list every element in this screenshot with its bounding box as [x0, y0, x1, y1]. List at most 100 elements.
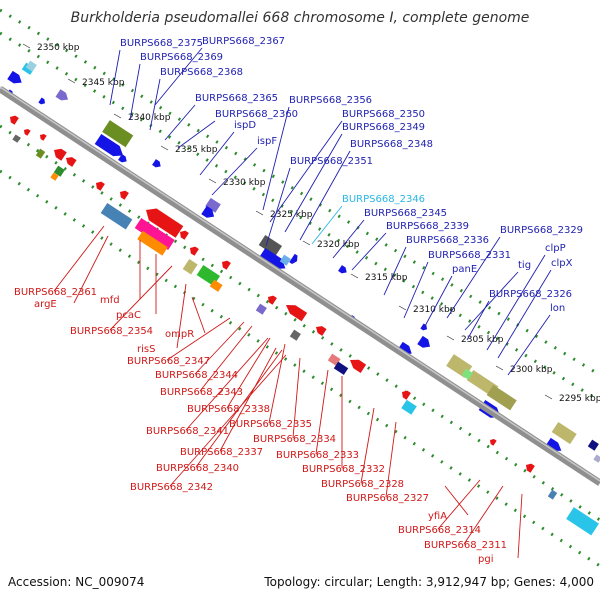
rev-gene-label: BURPS668_2332 [302, 464, 385, 475]
features [6, 60, 600, 536]
gene-feature [55, 89, 69, 101]
rev-leader-line [360, 407, 375, 484]
fwd-leader-line [311, 205, 343, 245]
rev-leader-line [185, 337, 269, 431]
gene-feature [486, 384, 517, 411]
fwd-leader-line [164, 104, 196, 141]
gene-feature [180, 230, 189, 240]
gene-feature [134, 217, 175, 250]
ruler-label: 2300 kbp [510, 365, 553, 375]
gene-feature [10, 115, 19, 125]
backbone-highlight [0, 86, 600, 482]
ruler-tick [495, 365, 504, 371]
fwd-leader-line [284, 133, 343, 233]
gene-feature [54, 148, 67, 161]
fwd-leader-line [299, 150, 351, 241]
ruler-tick [255, 210, 264, 216]
ruler-tick [350, 273, 359, 279]
rev-leader-line [463, 485, 504, 545]
rev-leader-line [53, 225, 105, 292]
fwd-gene-label: BURPS668_2346 [342, 194, 425, 205]
ruler-label: 2320 kbp [317, 240, 360, 250]
fwd-leader-line [332, 219, 365, 259]
fwd-gene-label: clpP [545, 243, 566, 254]
gene-feature [286, 305, 308, 322]
tick-row [0, 8, 600, 377]
gene-feature [53, 165, 65, 177]
gene-feature [40, 133, 47, 141]
fwd-leader-line [154, 47, 203, 106]
gene-feature [333, 361, 349, 375]
gene-feature [327, 353, 341, 366]
rev-gene-label: BURPS668_2311 [424, 540, 507, 551]
gene-feature [338, 265, 347, 274]
ruler-label: 2325 kbp [270, 210, 313, 220]
fwd-gene-label: BURPS668_2348 [350, 139, 433, 150]
ruler-tick [113, 113, 122, 119]
fwd-gene-label: BURPS668_2367 [202, 36, 285, 47]
gene-feature [255, 303, 267, 315]
gene-feature [289, 253, 298, 264]
fwd-gene-label: tig [518, 260, 531, 271]
gene-feature [268, 295, 277, 305]
rev-gene-label: BURPS668_2333 [276, 450, 359, 461]
rev-leader-line [444, 485, 469, 516]
fwd-gene-label: BURPS668_2329 [500, 225, 583, 236]
ruler-tick [398, 305, 407, 311]
fwd-gene-label: BURPS668_2350 [342, 109, 425, 120]
fwd-leader-line [199, 131, 235, 176]
fwd-gene-label: panE [452, 264, 477, 275]
map-title: Burkholderia pseudomallei 668 chromosome… [71, 10, 530, 26]
gene-feature [66, 157, 77, 167]
rev-leader-line [219, 347, 277, 452]
rev-gene-label: argE [34, 299, 57, 310]
rev-gene-label: BURPS668_2327 [346, 493, 429, 504]
ruler-tick [208, 178, 217, 184]
gene-feature [7, 70, 22, 84]
gene-feature [258, 247, 286, 269]
gene-feature [490, 438, 497, 446]
fwd-gene-label: BURPS668_2365 [195, 93, 278, 104]
rev-leader-line [226, 337, 271, 409]
fwd-gene-label: BURPS668_2345 [364, 208, 447, 219]
gene-feature [350, 359, 367, 373]
gene-feature [118, 154, 127, 163]
rev-gene-label: BURPS668_2361 [14, 287, 97, 298]
gene-feature [38, 97, 46, 105]
fwd-gene-label: BURPS668_2331 [428, 250, 511, 261]
gene-feature [94, 133, 124, 157]
gene-feature [35, 148, 46, 159]
fwd-leader-line [109, 49, 121, 106]
fwd-gene-label: BURPS668_2349 [342, 122, 425, 133]
gene-feature [593, 454, 600, 463]
rev-leader-line [169, 354, 287, 487]
rev-gene-label: BURPS668_2340 [156, 463, 239, 474]
gene-feature [100, 202, 133, 230]
rev-gene-label: BURPS668_2341 [146, 426, 229, 437]
gene-feature [461, 368, 473, 380]
gene-feature [25, 60, 37, 72]
gene-feature [12, 134, 21, 143]
rev-gene-label: yfiA [428, 511, 447, 522]
fwd-gene-label: lon [550, 303, 565, 314]
ruler-label: 2350 kbp [37, 43, 80, 53]
fwd-gene-label: BURPS668_2368 [160, 67, 243, 78]
rev-gene-label: mfd [100, 295, 120, 306]
ruler-tick [302, 240, 311, 246]
fwd-gene-label: BURPS668_2356 [289, 95, 372, 106]
gene-feature [402, 390, 411, 400]
ruler-tick [544, 394, 553, 400]
rev-leader-line [268, 343, 286, 424]
fwd-gene-label: BURPS668_2369 [140, 52, 223, 63]
ruler-tick [67, 78, 76, 84]
ruler-label: 2315 kbp [365, 273, 408, 283]
rev-gene-label: ompR [165, 329, 194, 340]
fwd-gene-label: BURPS668_2336 [406, 235, 489, 246]
gene-feature [120, 190, 129, 200]
rev-leader-line [109, 265, 173, 331]
fwd-leader-line [507, 314, 551, 376]
feature-labels: BURPS668_2375BURPS668_2367BURPS668_2369B… [14, 36, 583, 565]
gene-feature [96, 181, 105, 191]
